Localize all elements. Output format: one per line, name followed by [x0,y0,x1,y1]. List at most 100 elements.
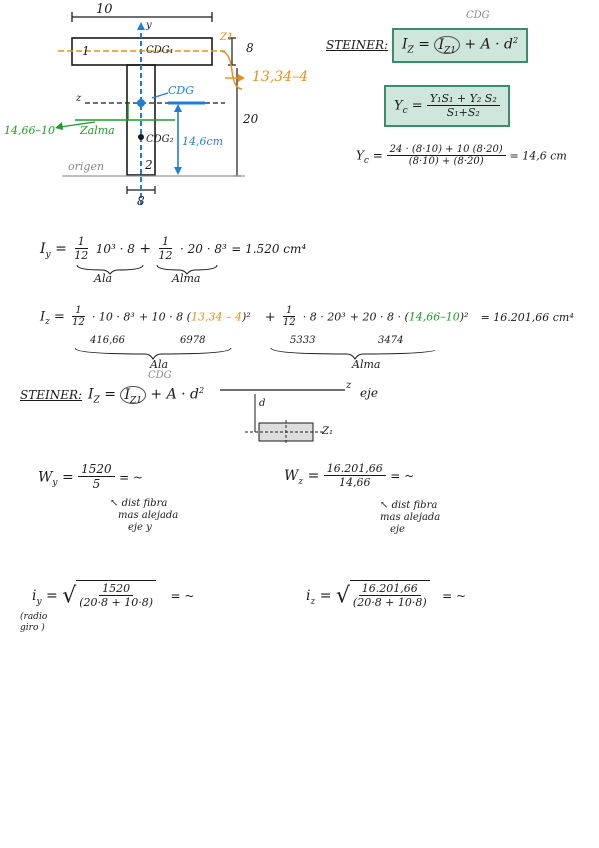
wy-note-2: fibra [143,498,168,509]
iz-term2-orange: 13,34 – 4 [190,310,242,324]
cdg-label: CDG [168,84,195,97]
iz-lhs-sub: z [45,317,50,328]
yc-calc-fraction: 24 · (8·10) + 10 (8·20) (8·10) + (8·20) [386,144,506,168]
iz-plus: + [264,309,276,325]
iy-f2-num: 1 [159,235,173,250]
wy-note-4: alejada [141,510,179,521]
iz-term2-b: )² [241,310,251,324]
wz-note-1: dist [391,500,411,511]
yc-lhs: Y [394,98,403,114]
wz-eq: = ~ [390,469,415,484]
iy-radius-lhs: i [32,588,37,605]
iy-f1-num: 1 [74,235,88,250]
iy-radius-radicand: 1520(20·8 + 10·8) [76,580,157,609]
iy-radius-eq: = ~ [170,589,195,604]
yc-lhs-sub: c [402,106,408,117]
iz-underbraces [75,347,435,360]
iz-f1-num: 1 [72,305,85,317]
wz-den: 14,66 [339,476,371,490]
yc-calculation: Yc = 24 · (8·10) + 10 (8·20) (8·10) + (8… [356,144,567,168]
cdg1-label: CDG₁ [146,45,174,56]
wy-eq: = ~ [119,470,144,485]
iy-radius-sqrt: √ [62,583,77,609]
steiner-mid-lhs-sub: Z [93,395,100,406]
steiner-mid-eje: eje [360,386,378,400]
dim-top-width: 10 [96,2,113,17]
steiner-lhs-sub: Z [407,45,414,56]
blue-distance: 14,6cm [182,135,224,148]
iz-value-1: 416,66 [90,335,125,346]
yc-calc-result: = 14,6 cm [509,149,567,163]
iy-label-ala: Ala [94,272,113,285]
axis-y-label: y [146,20,152,31]
iy-lhs-sub: y [45,249,51,260]
iz-term4-a: + 20 · 8 · ( [349,310,409,324]
iz-term4-green: 14,66–10 [408,310,460,324]
iy-radius-lhs-sub: y [36,596,42,607]
iz-radius-lhs-sub: z [310,596,316,607]
wy-note-1: dist [121,498,141,509]
steiner-title: STEINER: [326,38,389,52]
yc-calc-lhs: Y [356,148,364,163]
iz-f3-num: 1 [283,305,296,317]
steiner-mid-title: STEINER: [20,388,83,402]
steiner-mid-term1-circle: IZ1 [120,385,146,405]
steiner-mid-sq: 2 [199,386,205,395]
iz-radius-den: (20·8 + 10·8) [352,596,427,610]
yc-calc-num: 24 · (8·10) + 10 (8·20) [386,144,506,156]
iy-term2: · 20 · 8³ [179,242,227,257]
wz-note-5: eje [390,524,405,535]
iy-term1: 10³ · 8 [95,242,135,257]
steiner-sq: 2 [513,36,519,45]
iz-term4-b: )² [459,310,469,324]
steiner-mid-plus: + A · d [150,386,200,403]
wy-den: 5 [92,477,101,492]
axis-z-label: z [76,93,82,104]
steiner-plus: + A · d [464,36,514,53]
dim-bottom-width: 8 [137,194,145,208]
iz-result: = 16.201,66 cm⁴ [480,310,574,324]
orange-distance: 13,34–4 [252,69,308,85]
wy-lhs: W [38,469,53,486]
wz-note: ↖ dist fibra mas alejada eje [380,500,441,535]
steiner-mid-sketch [220,389,345,444]
iz-radius-lhs: i [306,588,311,605]
iz-radius-num: 16.201,66 [358,582,421,597]
iz-label-ala: Ala [150,358,169,371]
iy-label-alma: Alma [172,272,201,285]
wz-note-2: fibra [413,500,438,511]
steiner-mid-d: d [259,398,266,409]
dim-web-height: 20 [243,112,259,126]
iy-result: = 1.520 cm⁴ [231,242,307,257]
iz-radius-sqrt: √ [335,583,350,609]
steiner-formula-box: IZ = IZ1 + A · d2 [392,28,529,64]
iz-lhs: I [40,309,46,325]
iy-radius-num: 1520 [99,582,134,597]
wy-lhs-sub: y [52,478,58,489]
yc-formula-box: Yc = Y₁S₁ + Y₂ S₂ S₁+S₂ [384,85,510,128]
wz-num: 16.201,66 [323,462,386,477]
steiner-mid-axis-z: z [346,380,352,391]
steiner-term1: I [438,36,444,53]
steiner-term1-circle: IZ1 [434,35,460,55]
yc-fraction: Y₁S₁ + Y₂ S₂ S₁+S₂ [426,92,500,119]
iz-radius-fraction: 16.201,66(20·8 + 10·8) [350,582,430,610]
iz-radius-equation: iz = √16.201,66(20·8 + 10·8) = ~ [306,580,467,610]
steiner-mid-z1: Z₁ [322,426,333,437]
steiner-mid-formula: IZ = IZ1 + A · d2 [88,385,205,406]
cdg2-label: CDG₂ [146,134,174,145]
origin-label: origen [68,160,105,173]
t-section-diagram [55,12,245,205]
iz-label-alma: Alma [352,358,381,371]
steiner-lhs: I [402,36,408,53]
iz-value-3: 5333 [290,335,316,346]
wy-note-5: eje y [128,522,152,533]
iy-radius-fraction: 1520(20·8 + 10·8) [76,582,156,609]
